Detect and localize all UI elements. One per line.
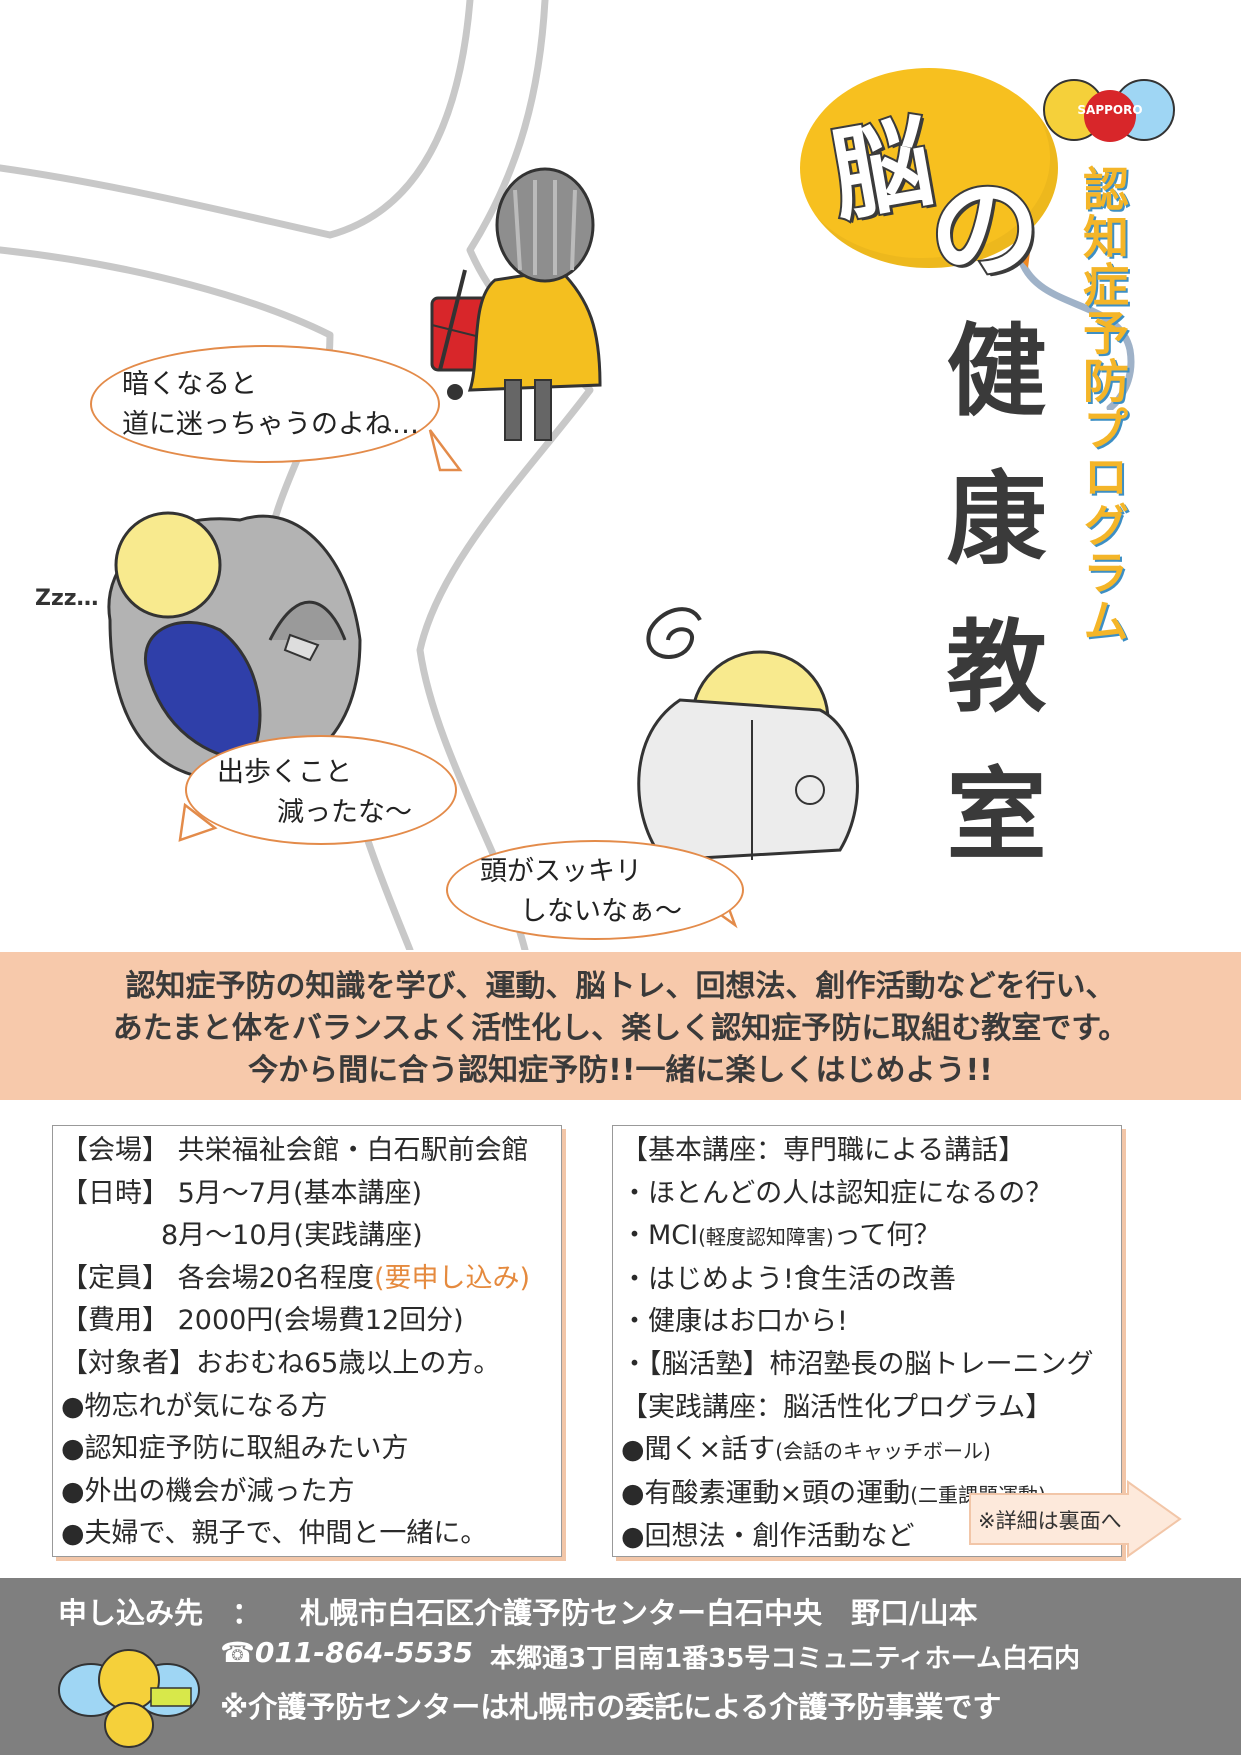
date-line-1: 【日時】 5月～7月(基本講座) [61,1177,423,1209]
snore-text: Zzz… [35,586,99,611]
basic-course-header: 【基本講座：専門職による講話】 [621,1135,1026,1166]
basic-course-item: ・【脳活塾】柿沼塾長の脳トレーニング [621,1348,1094,1380]
basic-course-item: ・健康はお口から! [621,1306,848,1338]
bubble-2-line-1: 出歩くこと [217,757,352,788]
practice-course-item: ●回想法・創作活動など [621,1521,915,1553]
man-in-armchair-illustration: Zzz… [35,511,362,782]
basic-course-item: ・ほとんどの人は認知症になるの？ [621,1177,1053,1209]
speech-bubble-2: 出歩くこと 減ったな～ [185,735,457,845]
balloon-string [1014,252,1135,410]
phone-number: ☎011-864-5535 [220,1636,473,1669]
basic-course-item: ・はじめよう!食生活の改善 [621,1263,956,1295]
bubble-3-line-2: しないなぁ～ [520,896,682,927]
basic-course-item: ・MCI(軽度認知障害)って何？ [621,1215,1121,1259]
practice-1-text: ●聞く×話す [621,1434,776,1466]
capacity-line: 【定員】 各会場20名程度(要申し込み) [61,1258,561,1301]
target-item: ●外出の機会が減った方 [61,1475,355,1507]
practice-course-header: 【実践講座：脳活性化プログラム】 [621,1391,1053,1423]
target-item: ●認知症予防に取組みたい方 [61,1433,409,1465]
description-line-1: 認知症予防の知識を学び、運動、脳トレ、回想法、創作活動などを行い、 [125,969,1116,1004]
footer: 申し込み先 ： 札幌市白石区介護予防センター白石中央 野口/山本 ☎011-86… [0,1578,1241,1755]
capacity-text: 【定員】 各会場20名程度 [61,1262,374,1294]
subtitle: 認知症予防プログラム [1076,165,1130,645]
road-illustration: Zzz… [0,0,859,950]
detail-note: ※詳細は裏面へ [978,1509,1122,1533]
mci-question: って何？ [833,1220,941,1252]
speech-bubble-3: 頭がスッキリ しないなぁ～ [446,840,744,940]
woman-with-cart-illustration [430,167,602,441]
speech-bubble-1: 暗くなると 道に迷っちゃうのよね… [90,345,440,463]
target-item: ●夫婦で、親子で、仲間と一緒に。 [61,1518,488,1550]
address: 本郷通3丁目南1番35号コミュニティホーム白石内 [490,1644,1081,1674]
balloon-char-no: の [928,164,1042,296]
apply-organization: 札幌市白石区介護予防センター白石中央 野口/山本 [300,1596,978,1630]
bubble-1-line-1: 暗くなると [122,369,257,400]
bubble-2-line-2: 減ったな～ [277,797,412,828]
description-line-2: あたまと体をバランスよく活性化し、楽しく認知症予防に取組む教室です。 [112,1011,1129,1046]
description-band: 認知症予防の知識を学び、運動、脳トレ、回想法、創作活動などを行い、 あたまと体を… [0,952,1241,1100]
fee-line: 【費用】 2000円(会場費12回分) [61,1305,464,1337]
footer-note: ※介護予防センターは札幌市の委託による介護予防事業です [220,1690,1002,1724]
practice-course-item: ●聞く×話す(会話のキャッチボール) [621,1429,1121,1473]
target-item: ●物忘れが気になる方 [61,1390,328,1422]
bubble-1-line-2: 道に迷っちゃうのよね… [122,409,419,440]
logo-text: SAPPORO [1077,103,1142,117]
venue-line: 【会場】 共栄福祉会館・白石駅前会館 [61,1135,529,1166]
date-line-2: 8月～10月(実践講座) [161,1220,423,1252]
description-line-3: 今から間に合う認知症予防!!一緒に楽しくはじめよう!! [248,1053,993,1088]
course-content-box: 【基本講座：専門職による講話】 ・ほとんどの人は認知症になるの？ ・MCI(軽度… [612,1125,1122,1557]
event-details-box: 【会場】 共栄福祉会館・白石駅前会館 【日時】 5月～7月(基本講座) 8月～1… [52,1125,562,1557]
capacity-note: (要申し込み) [373,1262,531,1294]
man-reading-newspaper-illustration [637,607,859,862]
apply-label: 申し込み先 ： [58,1596,262,1630]
mci-note: (軽度認知障害) [698,1225,834,1250]
sapporo-bee-logo-icon: SAPPORO [1043,79,1175,142]
bee-mascot-icon [58,1649,200,1748]
practice-1-note: (会話のキャッチボール) [775,1439,991,1464]
balloon-icon [800,68,1058,268]
target-line: 【対象者】おおむね65歳以上の方。 [61,1347,501,1379]
main-title: 健康教室 [929,318,1046,910]
practice-2-text: ●有酸素運動×頭の運動 [621,1477,911,1509]
mci-text: ・MCI [621,1220,699,1252]
arrow-right-icon [969,1480,1182,1558]
bubble-3-line-1: 頭がスッキリ [480,856,642,887]
